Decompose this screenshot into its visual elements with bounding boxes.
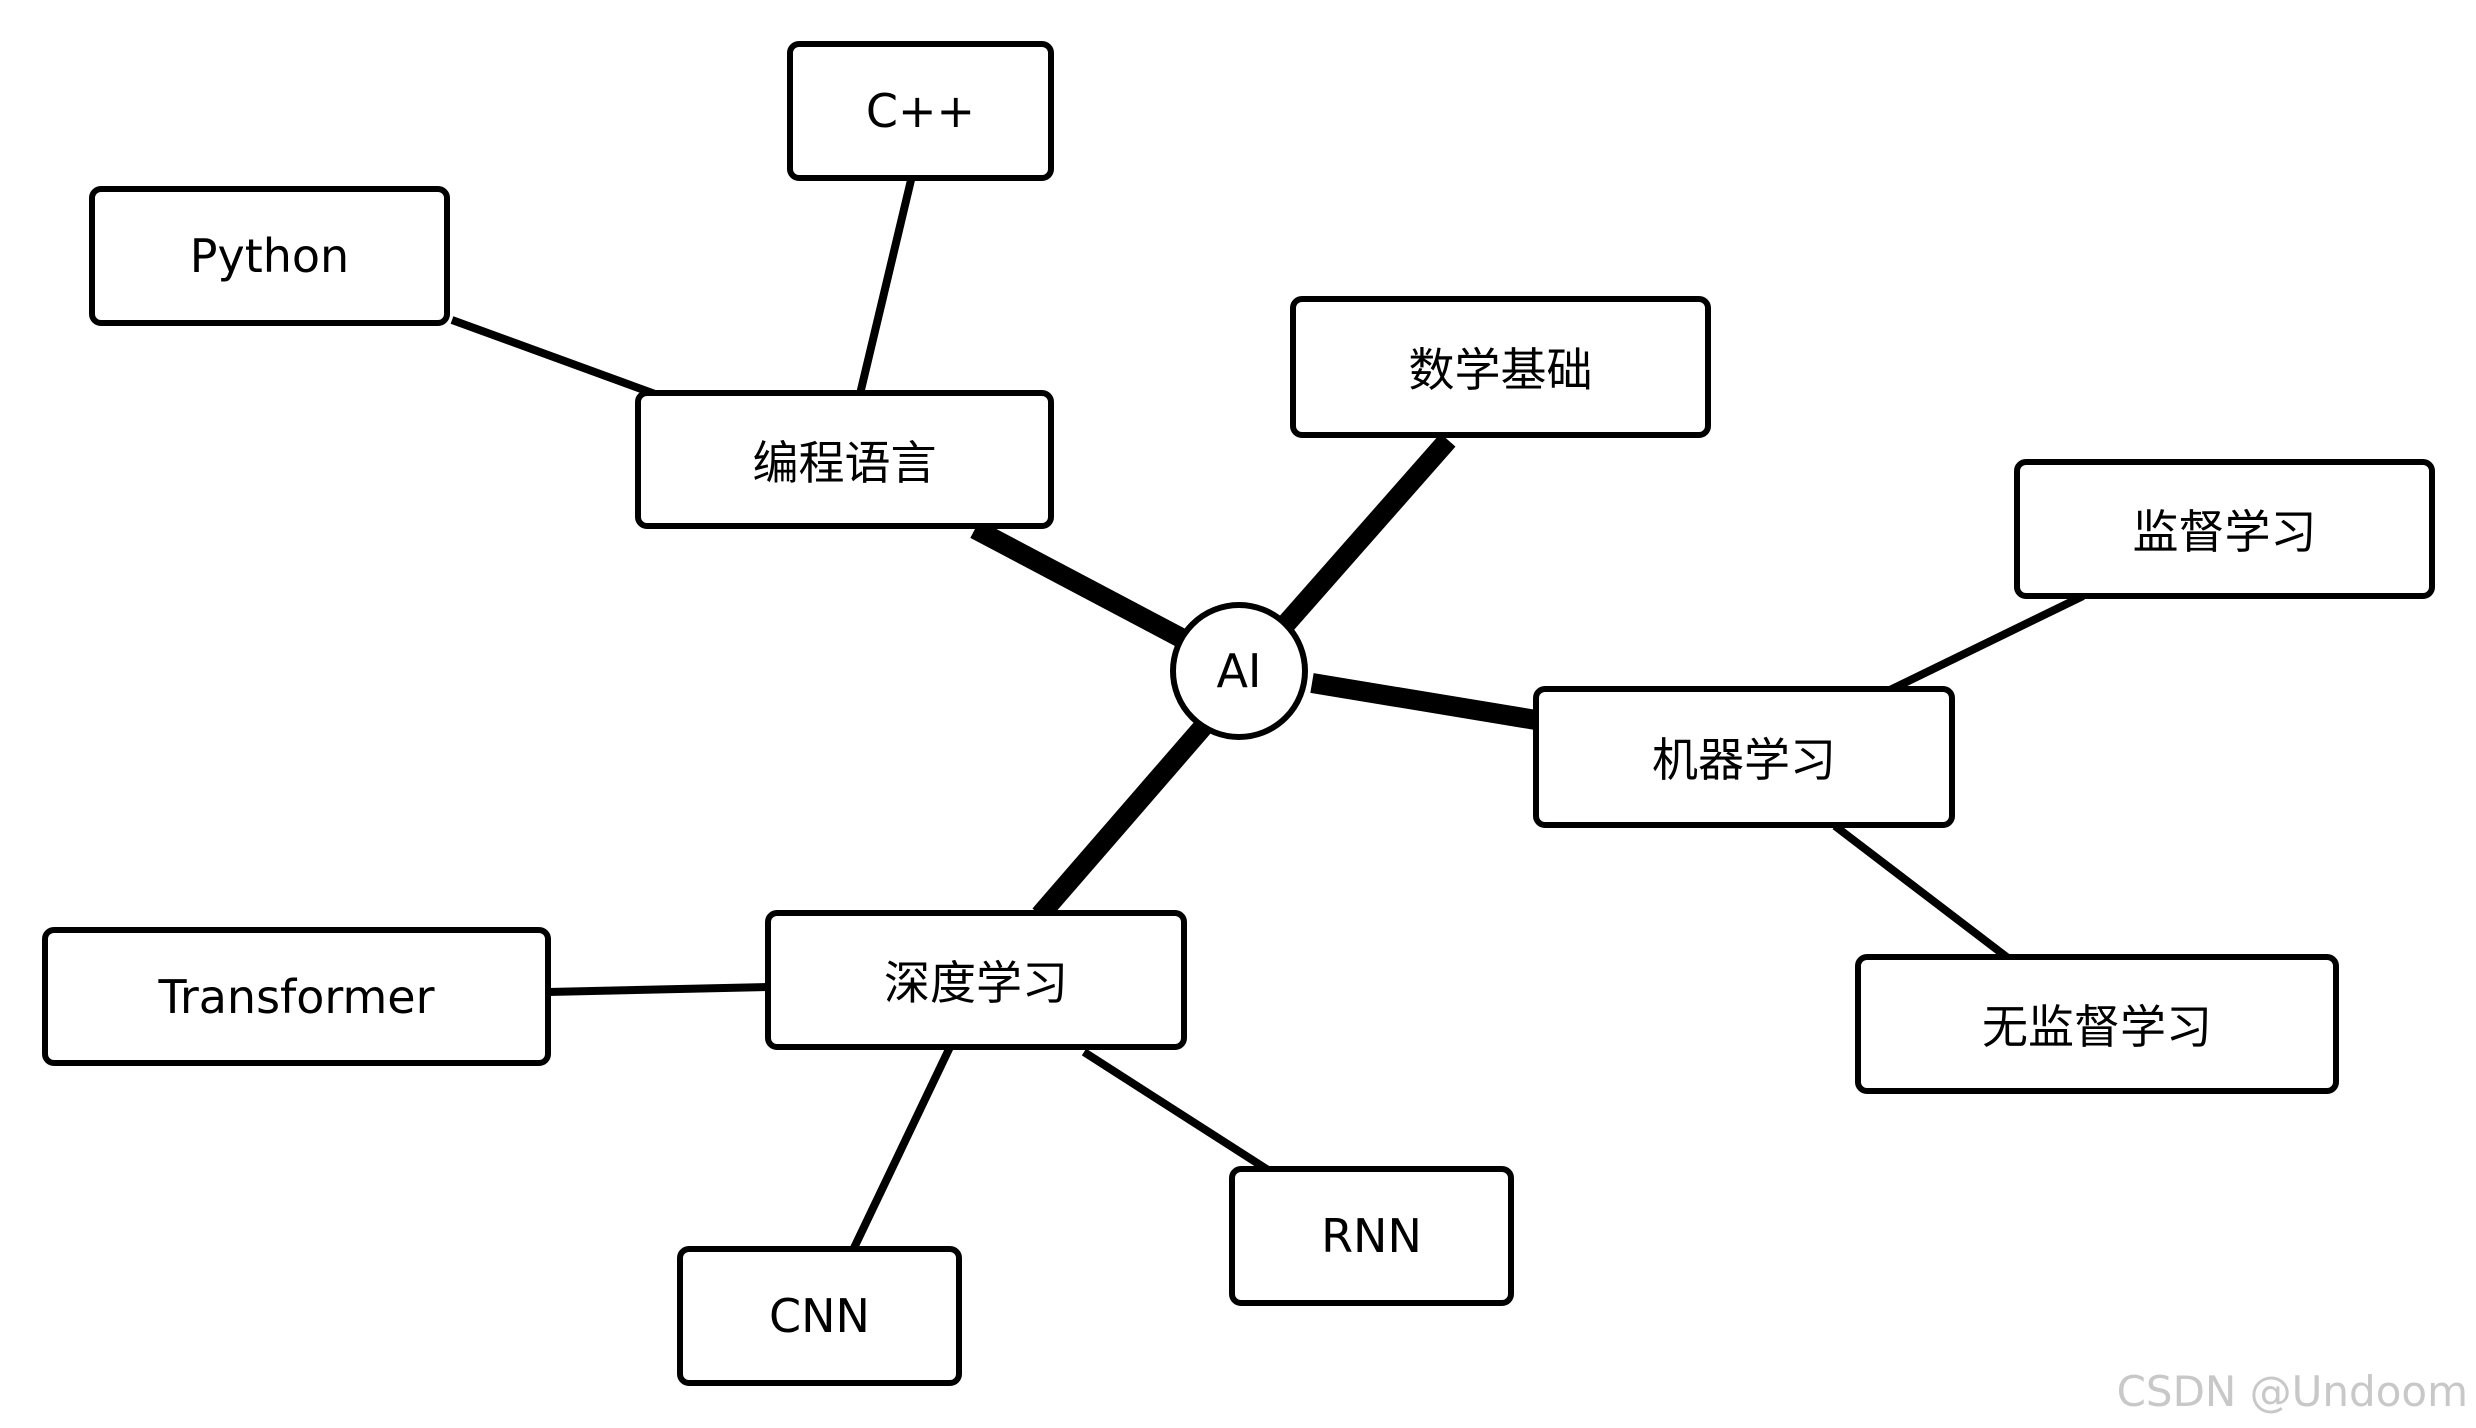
node-rnn: RNN (1229, 1166, 1514, 1306)
connector-dl-transformer (547, 983, 769, 996)
node-label: CNN (769, 1289, 870, 1343)
connector-ai-math (1277, 433, 1456, 632)
node-deep-learning: 深度学习 (765, 910, 1187, 1050)
node-label: Python (189, 229, 350, 283)
node-python: Python (89, 186, 450, 326)
connector-programming-python (450, 316, 657, 398)
node-programming-languages: 编程语言 (635, 390, 1054, 529)
node-transformer: Transformer (42, 927, 551, 1066)
connector-ai-dl (1032, 720, 1211, 922)
node-label: 机器学习 (1652, 733, 1836, 787)
center-label: AI (1216, 644, 1262, 698)
node-unsupervised-learning: 无监督学习 (1855, 954, 2339, 1094)
node-supervised-learning: 监督学习 (2014, 459, 2435, 599)
mindmap-center-node: AI (1170, 602, 1308, 740)
connector-dl-cnn (849, 1045, 954, 1252)
node-cpp: C++ (787, 41, 1054, 181)
connector-ai-ml (1310, 673, 1538, 730)
node-label: C++ (865, 84, 976, 138)
node-label: 数学基础 (1408, 343, 1593, 397)
node-label: Transformer (158, 969, 435, 1024)
node-cnn: CNN (677, 1246, 962, 1386)
watermark: CSDN @Undoom (2116, 1367, 2468, 1416)
connector-programming-cpp (856, 179, 915, 395)
node-machine-learning: 机器学习 (1533, 686, 1955, 828)
node-math-foundations: 数学基础 (1290, 296, 1711, 438)
node-label: 监督学习 (2132, 505, 2317, 559)
connector-ml-unsupervised (1832, 822, 2011, 962)
node-label: 编程语言 (752, 435, 937, 490)
connector-ai-programming (970, 520, 1190, 649)
node-label: 深度学习 (884, 956, 1068, 1010)
connector-dl-rnn (1081, 1048, 1271, 1174)
node-label: 无监督学习 (1982, 1000, 2212, 1054)
connector-ml-supervised (1888, 592, 2085, 694)
node-label: RNN (1321, 1209, 1422, 1263)
